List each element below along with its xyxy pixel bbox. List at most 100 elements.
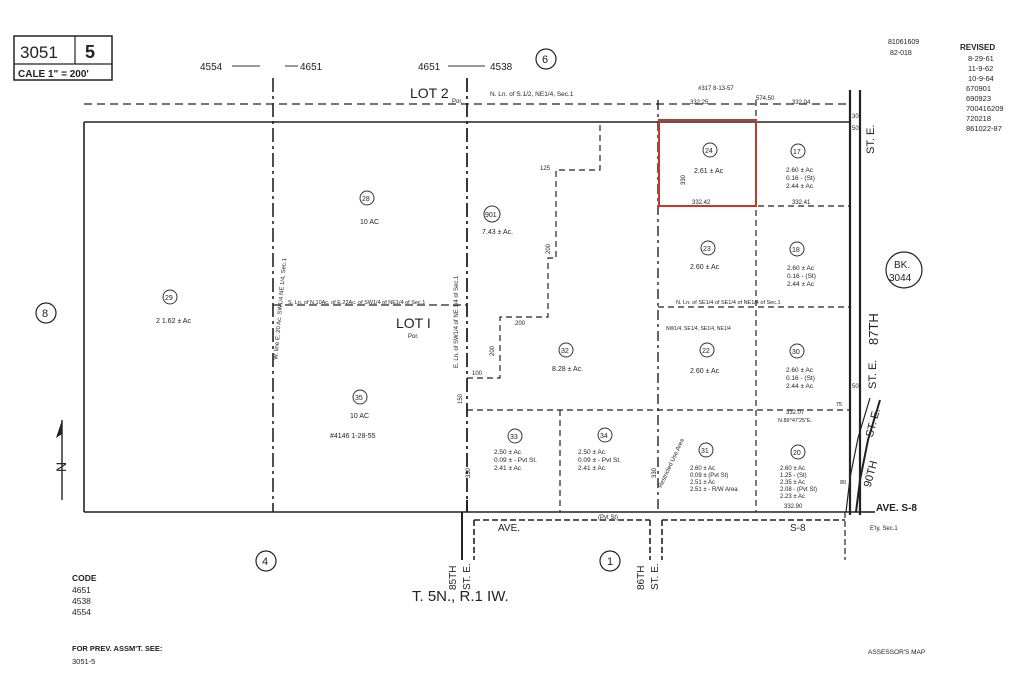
book-ref-number: 3044: [889, 273, 912, 284]
dim-200-c: 200: [490, 345, 496, 356]
parcel-33-note-a: 0.09 ± - Pvt St.: [494, 457, 537, 464]
dim-332-04: 332.04: [792, 100, 811, 106]
parcel-17[interactable]: 17 2.60 ± Ac 0.16 - (St) 2.44 ± Ac: [786, 143, 815, 190]
parcel-30[interactable]: 30 2.60 ± Ac 0.16 - (St) 2.44 ± Ac: [786, 343, 815, 390]
parcel-31[interactable]: 31 2.60 ± Ac 0.09 ± (Pvt St) 2.51 ± Ac 2…: [690, 442, 738, 493]
parcel-31-num: 31: [701, 448, 709, 455]
parcel-17-num: 17: [793, 149, 801, 156]
parcel-34-area: 2.50 ± Ac: [578, 449, 606, 456]
sheet-ref-circle-1: [599, 550, 621, 572]
top-ref-4554: 4554: [200, 62, 223, 73]
parcel-28[interactable]: 28 10 AC: [359, 190, 379, 226]
sheet-ref-6: 6: [542, 54, 548, 66]
parcel-33[interactable]: 33 2.50 ± Ac 0.09 ± - Pvt St. 2.41 ± Ac: [494, 428, 537, 472]
north-arrow-head: [56, 420, 62, 438]
dim-574-50: 574.50: [756, 96, 775, 102]
code-block: CODE 4651 4538 4554: [72, 573, 97, 617]
dim-75: 75: [836, 402, 842, 408]
street-s8: S-8: [790, 523, 806, 534]
parcel-28-num: 28: [362, 196, 370, 203]
parcel-20-note-b: 2.35 ± Ac: [780, 480, 805, 486]
parcel-35[interactable]: 35 10 AC #4146 1-28-55: [330, 389, 376, 440]
street-85th-st-e: ST. E.: [462, 563, 473, 590]
parcel-23-num: 23: [703, 246, 711, 253]
parcel-29-area: 2 1.62 ± Ac: [156, 318, 191, 325]
parcel-20-note-c: 2.08 - (Pvt St): [780, 487, 817, 493]
parcel-30-note-b: 2.44 ± Ac: [786, 383, 814, 390]
parcel-34-circle: [597, 427, 613, 443]
dim-330-a: 330: [466, 467, 472, 478]
parcel-35-num: 35: [355, 395, 363, 402]
dimensions: 332.25 332.42 332.41 332.04 332.07 332.9…: [458, 96, 859, 510]
parcel-29[interactable]: 29 2 1.62 ± Ac: [156, 289, 191, 325]
note-nw: NW1/4, SE1/4, SE1/4, NE1/4: [666, 326, 731, 332]
parcel-17-area: 2.60 ± Ac: [786, 167, 814, 174]
parcel-34[interactable]: 34 2.50 ± Ac 0.09 ± - Pvt St. 2.41 ± Ac: [578, 427, 621, 472]
street-90th-curve-outer: [855, 399, 881, 513]
assessor-map-label: ASSESSOR'S MAP: [868, 649, 925, 656]
parcel-20[interactable]: 20 2.60 ± Ac 1.25 - (St) 2.35 ± Ac 2.08 …: [780, 444, 817, 500]
lot2-label: LOT 2: [410, 85, 449, 101]
parcel-22[interactable]: 22 2.60 ± Ac: [690, 342, 720, 375]
parcel-33-area: 2.50 ± Ac: [494, 449, 522, 456]
parcel-34-note-a: 0.09 ± - Pvt St.: [578, 457, 621, 464]
sheet-ref-8: 8: [42, 308, 48, 320]
north-arrow: N: [53, 420, 69, 500]
parcel-33-circle: [507, 428, 523, 444]
book-ref-circle: [885, 251, 923, 289]
parcel-23-circle: [700, 240, 716, 256]
dim-150: 150: [458, 393, 464, 404]
parcel-18-area: 2.60 ± Ac: [787, 265, 815, 272]
top-ref-4651-a: 4651: [300, 62, 323, 73]
parcel-35-circle: [352, 389, 368, 405]
street-87th-st-e: ST. E.: [867, 360, 879, 389]
revised-block: REVISED 8-29-61 11-9-62 10-9-64 670901 6…: [960, 43, 1004, 133]
sheet-ref-1: 1: [607, 556, 613, 568]
parcel-34-num: 34: [600, 433, 608, 440]
map-id-2: 82-018: [890, 50, 912, 57]
dim-30: 30: [852, 114, 859, 120]
code-value-2: 4538: [72, 596, 91, 606]
parcel-32[interactable]: 32 8.28 ± Ac.: [552, 342, 583, 373]
street-ave-s8: AVE. S-8: [876, 503, 917, 514]
parcel-29-num: 29: [165, 295, 173, 302]
street-85th: 85TH: [448, 566, 459, 590]
sheet-ref-circle-6: [535, 48, 557, 70]
revised-label: REVISED: [960, 43, 995, 52]
code-label: CODE: [72, 573, 97, 583]
title-box: [13, 35, 113, 81]
parcel-34-note-b: 2.41 ± Ac: [578, 465, 606, 472]
parcel-23[interactable]: 23 2.60 ± Ac: [690, 240, 720, 271]
parcel-901-area: 7.43 ± Ac.: [482, 229, 513, 236]
dim-200-a: 200: [546, 243, 552, 254]
parcel-30-area: 2.60 ± Ac: [786, 367, 814, 374]
parcel-31-note-a: 0.09 ± (Pvt St): [690, 473, 728, 479]
parcel-32-circle: [558, 342, 574, 358]
parcel-17-note-b: 2.44 ± Ac: [786, 183, 814, 190]
page-number: 5: [85, 42, 95, 62]
township-range: T. 5N., R.1 IW.: [412, 588, 509, 605]
revised-date-7: 720218: [966, 114, 991, 123]
parcel-22-num: 22: [702, 348, 710, 355]
note-elly: E'ly, Sec.1: [870, 526, 898, 532]
top-ref-4538: 4538: [490, 62, 513, 73]
parcel-20-num: 20: [793, 450, 801, 457]
top-ref-4651-b: 4651: [418, 62, 441, 73]
prev-assessment-value: 3051-5: [72, 657, 95, 666]
parcel-labels: 29 2 1.62 ± Ac 28 10 AC 35 10 AC #4146 1…: [156, 142, 817, 500]
highlighted-parcel-24[interactable]: [658, 119, 757, 207]
dim-bearing: N.89°47'25"E.: [778, 418, 813, 424]
lot1-sub: Por.: [408, 334, 419, 340]
parcel-23-area: 2.60 ± Ac: [690, 264, 720, 271]
parcel-18[interactable]: 18 2.60 ± Ac 0.16 - (St) 2.44 ± Ac: [787, 241, 816, 288]
parcel-17-note-a: 0.16 - (St): [786, 175, 815, 182]
parcel-24[interactable]: 24 2.61 ± Ac: [694, 142, 724, 175]
book-number: 3051: [20, 43, 58, 62]
north-letter: N: [53, 462, 69, 472]
parcel-901[interactable]: 901 7.43 ± Ac.: [482, 205, 513, 236]
street-90th-curve-inner: [845, 397, 871, 513]
sheet-ref-circle-4: [255, 550, 277, 572]
street-st-e-top: ST. E.: [865, 125, 877, 154]
parcel-901-boundary: [467, 122, 601, 379]
dim-332-25: 332.25: [690, 100, 709, 106]
